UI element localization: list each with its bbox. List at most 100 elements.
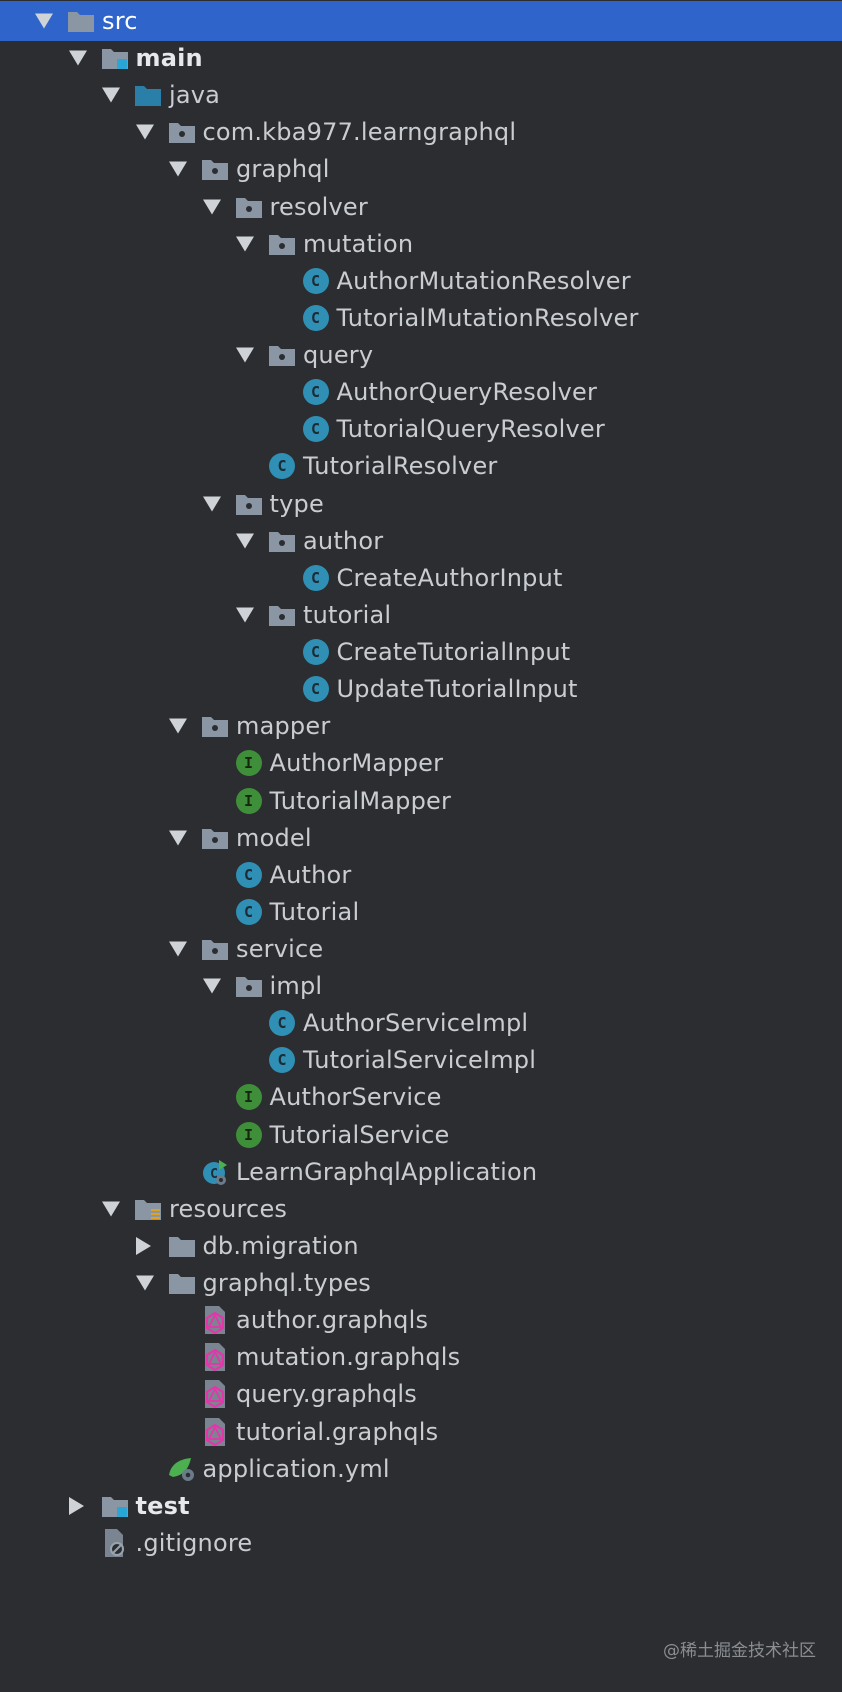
tree-node[interactable]: model [0,818,842,858]
tree-node[interactable]: application.yml [0,1449,842,1489]
class-icon: C [301,637,331,667]
tree-node[interactable]: main [0,38,842,78]
tree-node-label: TutorialMapper [269,786,452,815]
tree-node[interactable]: test [0,1486,842,1526]
tree-node-label: author.graphqls [236,1306,429,1335]
collapse-arrow-icon[interactable] [169,830,187,846]
tree-node[interactable]: resolver [0,187,842,227]
collapse-arrow-icon[interactable] [236,533,254,549]
collapse-arrow-icon[interactable] [68,50,87,66]
tree-node-label: query.graphqls [236,1380,417,1409]
tree-node[interactable]: query [0,335,842,375]
collapse-arrow-icon[interactable] [236,347,254,363]
collapse-arrow-icon[interactable] [35,13,53,29]
collapse-arrow-icon[interactable] [236,607,254,623]
tree-node[interactable]: query.graphqls [0,1374,842,1414]
tree-node[interactable]: author.graphqls [0,1300,842,1340]
collapse-arrow-icon[interactable] [135,1275,154,1291]
tree-node-label: CreateTutorialInput [336,638,571,667]
tree-node-label: mapper [236,712,331,741]
tree-node-label: TutorialQueryResolver [336,415,605,444]
package-icon [200,711,230,741]
tree-node-label: .gitignore [135,1528,253,1557]
gitignore-file-icon [100,1528,130,1558]
graphql-file-icon [200,1379,230,1409]
collapse-arrow-icon[interactable] [102,87,120,103]
tree-node[interactable]: graphql [0,149,842,189]
tree-node[interactable]: impl [0,966,842,1006]
collapse-arrow-icon[interactable] [169,941,187,957]
tree-node-label: main [135,44,203,73]
tree-node-label: tutorial.graphqls [236,1417,439,1446]
tree-node[interactable]: resources [0,1189,842,1229]
spring-config-file-icon [167,1454,197,1484]
collapse-arrow-icon[interactable] [202,199,221,215]
collapse-arrow-icon[interactable] [236,236,254,252]
tree-node-label: TutorialService [269,1120,450,1149]
tree-node[interactable]: com.kba977.learngraphql [0,112,842,152]
collapse-arrow-icon[interactable] [169,161,187,177]
tree-node[interactable]: mutation [0,224,842,264]
tree-node[interactable]: mutation.graphqls [0,1337,842,1377]
class-icon: C [267,1045,297,1075]
tree-node[interactable]: db.migration [0,1226,842,1266]
tree-node-label: Author [269,860,352,889]
tree-node[interactable]: java [0,75,842,115]
folder-icon [167,1268,197,1298]
folder-icon [167,1231,197,1261]
class-icon: C [234,897,264,927]
tree-node-label: Tutorial [269,897,360,926]
module-folder-icon [100,1491,130,1521]
tree-node[interactable]: service [0,929,842,969]
tree-node-label: TutorialServiceImpl [303,1046,537,1075]
class-icon: C [301,266,331,296]
collapse-arrow-icon[interactable] [169,718,187,734]
package-icon [200,154,230,184]
tree-node[interactable]: type [0,484,842,524]
tree-node-label: src [102,7,138,35]
collapse-arrow-icon[interactable] [135,124,154,140]
tree-node-label: resolver [269,192,368,221]
class-icon: C [301,303,331,333]
package-icon [267,229,297,259]
collapse-arrow-icon[interactable] [202,496,221,512]
tree-node[interactable]: graphql.types [0,1263,842,1303]
tree-node[interactable]: src [0,1,842,41]
tree-node[interactable]: author [0,521,842,561]
interface-icon: I [234,786,264,816]
tree-node[interactable]: tutorial.graphqls [0,1412,842,1452]
expand-arrow-icon[interactable] [68,1496,84,1515]
tree-node-label: AuthorMutationResolver [336,266,631,295]
interface-icon: I [234,748,264,778]
tree-node[interactable]: tutorial [0,595,842,635]
tree-node-label: author [303,526,384,555]
tree-node-label: model [236,823,312,852]
tree-node[interactable]: .gitignore [0,1523,842,1563]
class-icon: C [267,451,297,481]
collapse-arrow-icon[interactable] [102,1201,120,1217]
tree-node-label: resources [169,1194,288,1223]
tree-node-label: impl [269,972,323,1001]
module-folder-icon [100,43,130,73]
collapse-arrow-icon[interactable] [202,978,221,994]
folder-icon [66,6,96,36]
tree-node[interactable]: mapper [0,706,842,746]
expand-arrow-icon[interactable] [135,1236,151,1255]
